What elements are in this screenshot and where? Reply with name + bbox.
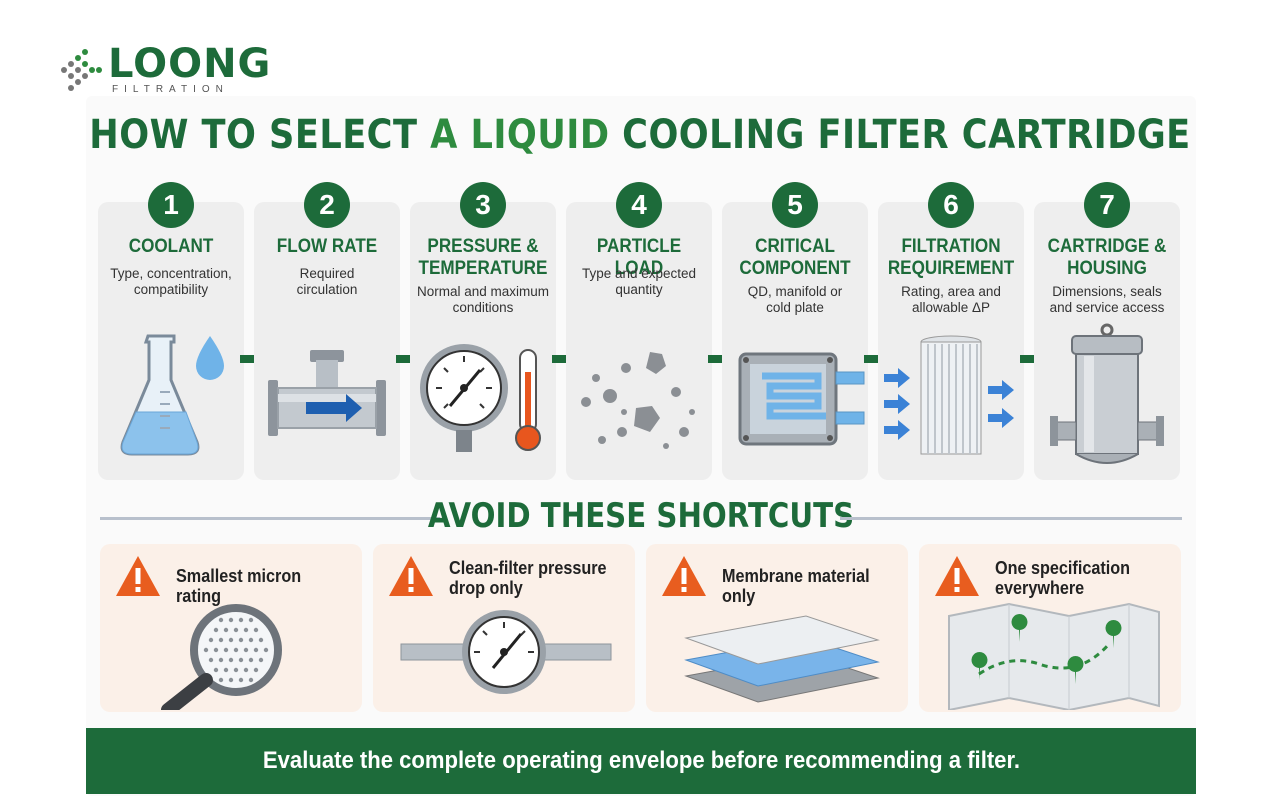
warning-icon	[660, 554, 708, 598]
step-title-line: PRESSURE &	[427, 236, 539, 257]
step-description-line: Type and expected	[581, 266, 697, 281]
step-number-badge: 3	[460, 182, 506, 228]
step-title-line: CRITICAL	[755, 236, 835, 257]
gauge-thermometer-icon	[410, 322, 556, 472]
title-part-1: HOW TO SELECT	[89, 112, 431, 158]
step-title: PARTICLE LOAD	[573, 236, 704, 280]
step-title-line: FLOW RATE	[276, 236, 378, 257]
step-title-line: HOUSING	[1067, 258, 1147, 279]
page-title: HOW TO SELECT A LIQUID COOLING FILTER CA…	[77, 112, 1203, 158]
step-title: FLOW RATE	[261, 236, 392, 258]
shortcut-title-line: Membrane material only	[722, 566, 870, 606]
step-title: COOLANT	[105, 236, 236, 258]
step-card-1: COOLANT Type, concentration,compatibility	[98, 202, 244, 480]
membrane-layers-icon	[646, 598, 908, 710]
shortcuts-title: AVOID THESE SHORTCUTS	[427, 496, 855, 536]
warning-icon	[114, 554, 162, 598]
divider-left	[100, 517, 440, 520]
step-number-badge: 4	[616, 182, 662, 228]
step-description-line: cold plate	[766, 300, 824, 315]
divider-right	[840, 517, 1182, 520]
step-description-line: compatibility	[133, 282, 209, 297]
step-title-line: COOLANT	[128, 236, 214, 257]
step-description-line: QD, manifold or	[747, 284, 843, 299]
warning-icon	[387, 554, 435, 598]
brand-name: LOONG	[108, 41, 272, 87]
step-title: PRESSURE &TEMPERATURE	[417, 236, 548, 280]
shortcut-title-line: drop only	[449, 578, 523, 598]
step-description-line: Rating, area and	[901, 284, 1001, 299]
shortcut-title-line: Clean-filter pressure	[449, 558, 607, 578]
brand-subtitle: FILTRATION	[112, 84, 229, 95]
step-number-badge: 7	[1084, 182, 1130, 228]
magnifier-mesh-icon	[100, 598, 362, 717]
shortcut-title-line: Smallest micron rating	[176, 566, 302, 606]
step-number-badge: 5	[772, 182, 818, 228]
step-title-line: FILTRATION	[901, 236, 1001, 257]
step-number-badge: 2	[304, 182, 350, 228]
step-title-line: COMPONENT	[739, 258, 851, 279]
pleated-cartridge-icon	[878, 322, 1024, 472]
cold-plate-icon	[722, 322, 868, 472]
warning-icon	[933, 554, 981, 598]
step-description-line: conditions	[452, 300, 514, 315]
step-description: Type, concentration,compatibility	[104, 266, 238, 298]
shortcuts-header: AVOID THESE SHORTCUTS	[100, 496, 1182, 542]
pipe-gauge-icon	[373, 598, 635, 710]
step-description-line: Type, concentration,	[110, 266, 232, 281]
shortcut-title: Smallest micron rating	[176, 566, 336, 606]
map-pins-icon	[919, 598, 1181, 712]
step-description-line: allowable ΔP	[911, 300, 991, 315]
step-description-line: circulation	[296, 282, 358, 297]
pipe-tee-flow-icon	[254, 322, 400, 472]
shortcut-title: Membrane material only	[722, 566, 882, 606]
shortcut-card-3: Membrane material only	[646, 544, 908, 712]
flask-and-droplet-icon	[98, 322, 244, 472]
step-description-line: and service access	[1049, 300, 1165, 315]
filter-housing-icon	[1034, 322, 1180, 472]
title-part-2: COOLING FILTER CARTRIDGE	[609, 112, 1191, 158]
particles-icon	[566, 322, 712, 472]
title-highlight: A LIQUID	[430, 112, 610, 158]
step-description-line: quantity	[615, 282, 663, 297]
brand-logo: LOONG	[56, 40, 286, 100]
footer-text: Evaluate the complete operating envelope…	[262, 747, 1020, 774]
step-title-line: CARTRIDGE &	[1047, 236, 1167, 257]
shortcut-card-1: Smallest micron rating	[100, 544, 362, 717]
step-description-line: Dimensions, seals	[1052, 284, 1162, 299]
shortcut-title-line: everywhere	[995, 578, 1085, 598]
step-title-line: REQUIREMENT	[887, 258, 1015, 279]
logo-mark-icon	[61, 49, 102, 91]
footer-banner: Evaluate the complete operating envelope…	[86, 728, 1196, 794]
step-number-badge: 1	[148, 182, 194, 228]
step-title-line: TEMPERATURE	[418, 258, 548, 279]
step-title-line: PARTICLE LOAD	[596, 236, 682, 279]
step-description-line: Required	[299, 266, 355, 281]
shortcut-title-line: One specification	[995, 558, 1131, 578]
step-title: CARTRIDGE &HOUSING	[1041, 236, 1172, 280]
step-description-line: Normal and maximum	[416, 284, 550, 299]
step-number-badge: 6	[928, 182, 974, 228]
